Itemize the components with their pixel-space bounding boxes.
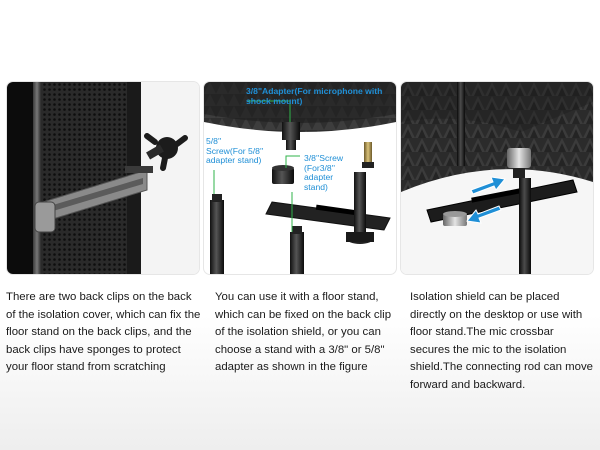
label-adapter-38-shock-mount: 3/8"Adapter(For microphone with shock mo… (246, 86, 383, 106)
back-clip-photo (7, 82, 199, 274)
label-screw-38: 3/8''Screw (For3/8'' adapter stand) (304, 153, 344, 192)
crossbar-illustration (401, 82, 593, 274)
label-screw-58: 5/8'' Screw(For 5/8'' adapter stand) (206, 136, 264, 166)
crossbar-caption: Isolation shield can be placed directly … (410, 291, 593, 391)
adapters-illustration (204, 82, 396, 274)
back-clip-illustration (7, 82, 199, 274)
adapters-photo: 3/8"Adapter(For microphone with shock mo… (204, 82, 396, 274)
floor-stand-caption: You can use it with a floor stand, which… (215, 291, 392, 374)
back-clip-caption: There are two back clips on the back of … (6, 291, 201, 374)
crossbar-photo (401, 82, 593, 274)
